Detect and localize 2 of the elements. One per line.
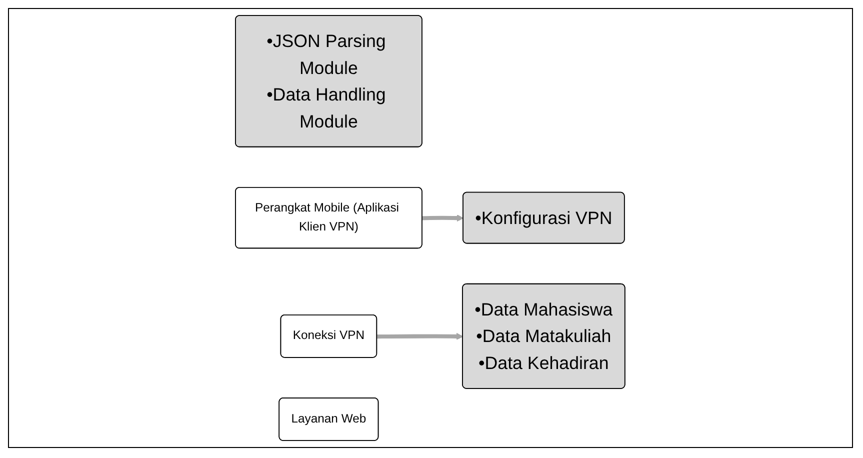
arrow [422, 214, 464, 222]
arrow [377, 332, 464, 340]
